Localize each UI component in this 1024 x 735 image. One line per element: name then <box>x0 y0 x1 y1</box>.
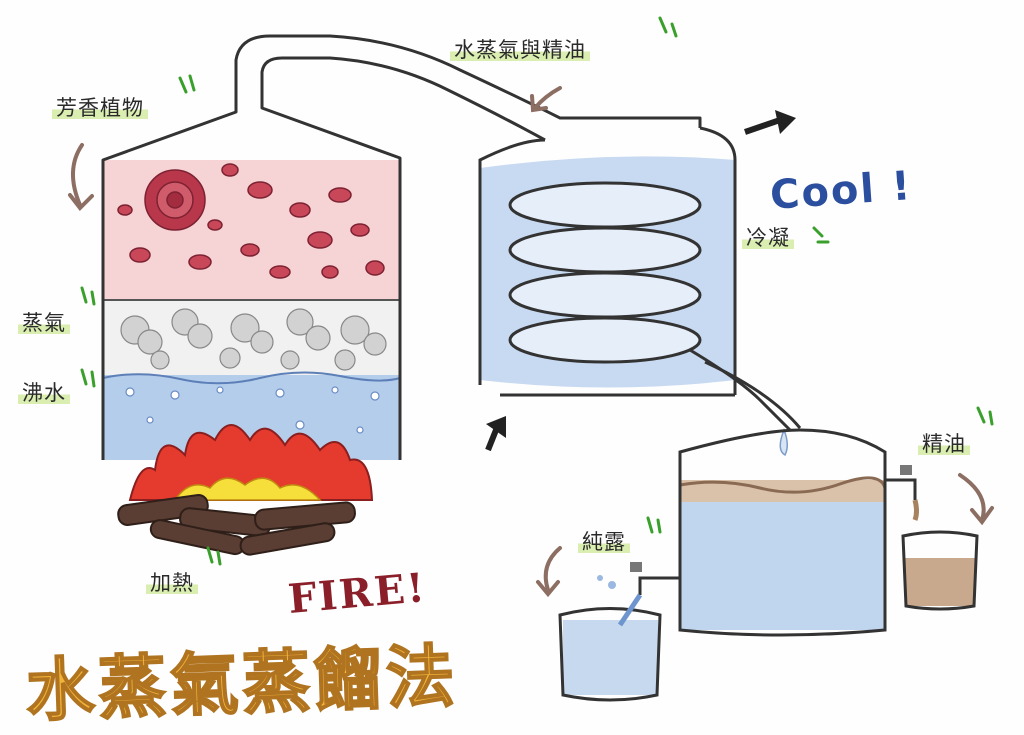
coolant-in-arrow <box>485 416 506 452</box>
water-bubbles <box>125 386 380 434</box>
coil <box>508 181 802 432</box>
fire <box>128 424 374 501</box>
label-vapor-and-oil: 水蒸氣與精油 <box>450 40 590 61</box>
hydrosol-beaker <box>558 575 662 702</box>
pointer-arrows <box>68 86 994 598</box>
label-condense: 冷凝 <box>742 228 794 249</box>
label-heating: 加熱 <box>146 573 198 594</box>
rose-petals <box>117 163 385 279</box>
oil-beaker <box>901 530 979 611</box>
oil-drip <box>912 499 919 521</box>
steam-puffs <box>120 308 387 371</box>
label-aromatic-plants: 芳香植物 <box>52 98 148 119</box>
diagram-title: 水蒸氣蒸餾法 <box>24 636 461 732</box>
drop <box>779 427 788 457</box>
label-boiling-water: 沸水 <box>18 383 70 404</box>
separator-vessel <box>630 428 917 637</box>
firewood-logs <box>117 493 356 556</box>
leaf-accents <box>80 16 994 566</box>
label-hydrosol: 純露 <box>578 532 630 553</box>
label-steam: 蒸氣 <box>18 313 70 334</box>
label-essential-oil: 精油 <box>918 434 970 455</box>
coolant-out-arrow <box>744 110 796 135</box>
